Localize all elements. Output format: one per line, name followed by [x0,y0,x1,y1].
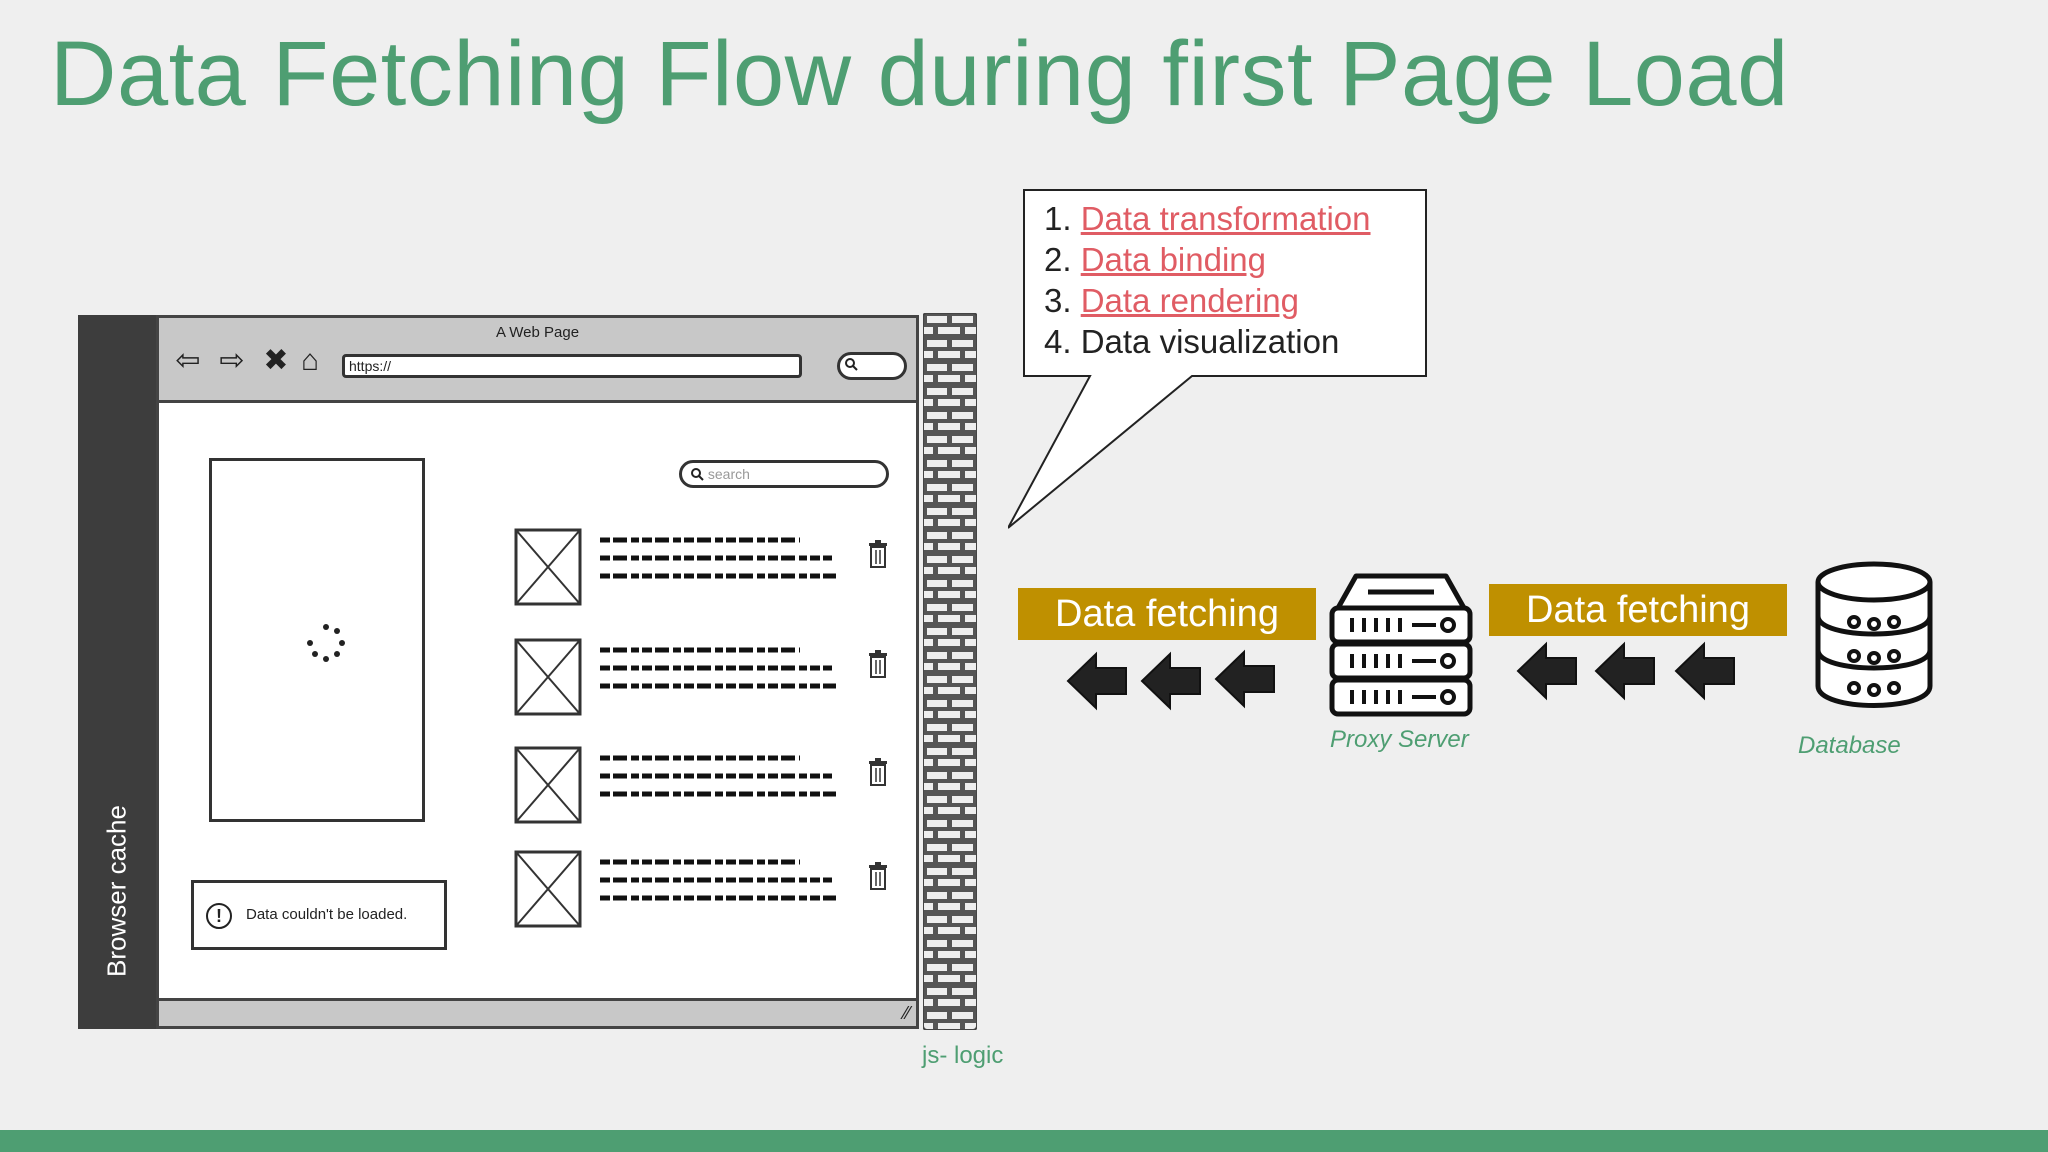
list-item[interactable] [514,746,844,826]
magnifier-icon [690,467,704,481]
browser-search-button[interactable] [837,352,907,380]
browser-status-bar: ⁄⁄ [159,998,916,1026]
back-arrow-icon[interactable]: ⇦ [171,344,205,378]
browser-page-title: A Web Page [159,324,916,341]
browser-toolbar: A Web Page ⇦ ⇨ ✖ ⌂ https:// [159,318,916,403]
step-item: 2. Data binding [1044,239,1371,280]
error-message-box: ! Data couldn't be loaded. [191,880,447,950]
placeholder-text-lines [600,644,840,700]
server-icon [1328,572,1474,724]
search-placeholder: search [708,466,750,482]
trash-icon[interactable] [868,650,888,678]
placeholder-text-lines [600,534,840,590]
browser-cache-label: Browser cache [102,805,133,977]
js-logic-label: js- logic [922,1042,1003,1070]
browser-window: A Web Page ⇦ ⇨ ✖ ⌂ https:// ! Data could… [156,315,919,1029]
page-search-input[interactable]: search [679,460,889,488]
loading-panel [209,458,425,822]
footer-accent-bar [0,1130,2048,1152]
database-label: Database [1798,732,1901,760]
step-link[interactable]: Data rendering [1081,282,1299,319]
stop-icon[interactable]: ✖ [259,344,293,378]
step-item: 3. Data rendering [1044,280,1371,321]
fetch-label-client: Data fetching [1018,588,1316,640]
placeholder-text-lines [600,856,840,912]
list-item[interactable] [514,638,844,718]
browser-cache-band: Browser cache [78,315,156,1029]
error-message-text: Data couldn't be loaded. [246,906,407,923]
resize-grip-icon[interactable]: ⁄⁄ [904,1003,910,1024]
brick-wall-icon [923,313,977,1030]
left-arrow-icon [1674,640,1736,702]
trash-icon[interactable] [868,862,888,890]
step-link[interactable]: Data binding [1081,241,1266,278]
left-arrow-icon [1594,640,1656,702]
left-arrow-icon [1140,650,1202,712]
magnifier-icon [844,357,858,371]
proxy-server-label: Proxy Server [1330,726,1469,754]
trash-icon[interactable] [868,758,888,786]
loading-spinner-icon [304,621,348,665]
image-placeholder-icon [514,746,582,824]
placeholder-text-lines [600,752,840,808]
list-item[interactable] [514,528,844,608]
trash-icon[interactable] [868,540,888,568]
forward-arrow-icon[interactable]: ⇨ [215,344,249,378]
slide-title: Data Fetching Flow during first Page Loa… [50,22,1789,127]
list-item[interactable] [514,850,844,930]
left-arrow-icon [1516,640,1578,702]
step-link[interactable]: Data transformation [1081,200,1371,237]
image-placeholder-icon [514,528,582,606]
step-item: 4. Data visualization [1044,321,1371,362]
database-icon [1812,560,1936,710]
step-text: Data visualization [1081,323,1340,360]
image-placeholder-icon [514,850,582,928]
step-item: 1. Data transformation [1044,198,1371,239]
home-icon[interactable]: ⌂ [293,344,327,378]
processing-steps-list: 1. Data transformation 2. Data binding 3… [1044,198,1371,362]
left-arrow-icon [1066,650,1128,712]
alert-icon: ! [206,903,232,929]
image-placeholder-icon [514,638,582,716]
left-arrow-icon [1214,648,1276,710]
fetch-label-server: Data fetching [1489,584,1787,636]
url-bar[interactable]: https:// [342,354,802,378]
